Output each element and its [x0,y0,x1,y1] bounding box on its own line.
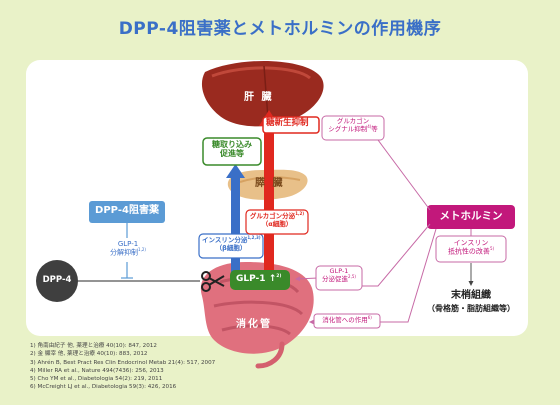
reference-1: 1) 角南由紀子 他, 薬理と治療 40(10): 847, 2012 [30,343,157,349]
insulin-resistance-box [435,235,507,263]
insulin-line1: インスリン分泌 [202,236,248,245]
glp1-secretion-sup: 2,5) [348,274,356,280]
glp1-secretion-line1: GLP-1 [329,267,349,275]
glucagon-label: グルカゴン分泌1,2) （α細胞） [249,211,305,228]
dpp4-inhibitor-action-line1: GLP-1 [117,240,139,248]
glucagon-sup: 1,2) [295,211,305,216]
glp1-up-arrow: ↑ [268,274,277,284]
gluconeogenesis-box [262,116,320,134]
glp1-sup: 2) [276,274,282,279]
glucagon-signal-line1: グルカゴン [336,117,370,125]
reference-5: 5) Cho YM et al., Diabetologia 54(2): 21… [30,376,163,383]
glp1-secretion-arrow [295,276,319,282]
gut-action-box [313,313,381,329]
diagram-title: DPP-4阻害薬とメトホルミンの作用機序 [118,19,442,39]
insulin-arrow-head [226,164,245,178]
glp1-text: GLP-1 [236,274,266,284]
glucagon-signal-suffix: 等 [371,125,378,134]
metformin-to-glp1-secretion [360,223,431,287]
glp1-secretion-line2: 分泌促進 [322,275,349,284]
reference-6: 6) McCreight LJ et al., Diabetologia 59(… [30,384,177,391]
insulin-resistance-line1: インスリン [453,239,489,247]
references: 1) 角南由紀子 他, 薬理と治療 40(10): 847, 2012 2) 金… [30,342,215,392]
glp1-badge-label: GLP-1 ↑2) [236,274,281,284]
glp1-secretion-box [315,265,363,291]
glucose-uptake-line1: 糖取り込み [212,140,252,149]
gut-action-label: 消化管への作用6) [316,315,378,325]
dpp4-inhibitor-action-line2: 分解抑制 [110,248,139,257]
pancreas-label: 膵 臓 [255,178,285,189]
peripheral-label: 末梢組織 [451,290,491,301]
glucagon-arrow-shaft [264,124,274,272]
glucose-uptake-box [202,137,262,166]
liver-label: 肝 臓 [244,92,274,103]
dpp4-label: DPP-4 [42,275,72,285]
glucagon-signal-line2: シグナル抑制 [328,125,368,134]
glucagon-line1: グルカゴン分泌 [249,212,296,221]
glp1-badge [230,270,290,290]
insulin-label: インスリン分泌1,2,3) （β細胞） [202,235,261,252]
scissors-icon [201,271,225,292]
metformin-label: メトホルミン [439,210,503,222]
metformin-box [427,205,515,229]
insulin-resistance-line2: 抵抗性の改善 [447,247,490,256]
glucagon-signal-box [321,115,385,141]
insulin-line2: （β細胞） [215,243,247,252]
glucagon-box [245,209,309,235]
dpp4-inhibitor-action-sup: 1,2) [138,247,146,253]
dpp4-inhibitor-label: DPP-4阻害薬 [95,205,159,216]
insulin-resistance-label: インスリン 抵抗性の改善5) [438,239,504,255]
insulin-box [198,233,264,259]
insulin-sup: 1,2,3) [247,235,261,240]
gluconeogenesis-label: 糖新生抑制 [266,118,309,128]
liver-illustration [201,60,324,127]
dpp4-inhibitor-action: GLP-1 分解抑制1,2) [102,240,154,256]
glucose-uptake-line2: 促進等 [220,149,244,159]
reference-4: 4) Miller RA et al., Nature 494(7436): 2… [30,367,164,374]
insulin-resistance-sup: 5) [489,246,495,252]
dpp4-circle [36,260,78,302]
gut-action-text: 消化管への作用 [322,316,368,325]
reference-2: 2) 金 顯宰 他, 薬理と治療 40(10): 883, 2012 [30,351,148,358]
glp1-secretion-label: GLP-1 分泌促進2,5) [318,267,360,284]
glucagon-signal-label: グルカゴン シグナル抑制4)等 [324,117,382,134]
insulin-arrow-shaft [231,176,240,280]
metformin-to-gut [380,228,437,323]
peripheral-sublabel: （骨格筋・脂肪組織等） [427,304,515,313]
glucagon-line2: （α細胞） [261,219,293,228]
reference-3: 3) Ahrén B, Best Pract Res Clin Endocrin… [30,359,216,366]
glucose-uptake-label: 糖取り込み 促進等 [208,140,256,158]
gut-label: 消化管 [236,319,272,330]
gut-action-sup: 6) [367,315,372,320]
glucagon-signal-sup: 4) [367,124,372,130]
dpp4-inhibitor-box [89,201,165,223]
